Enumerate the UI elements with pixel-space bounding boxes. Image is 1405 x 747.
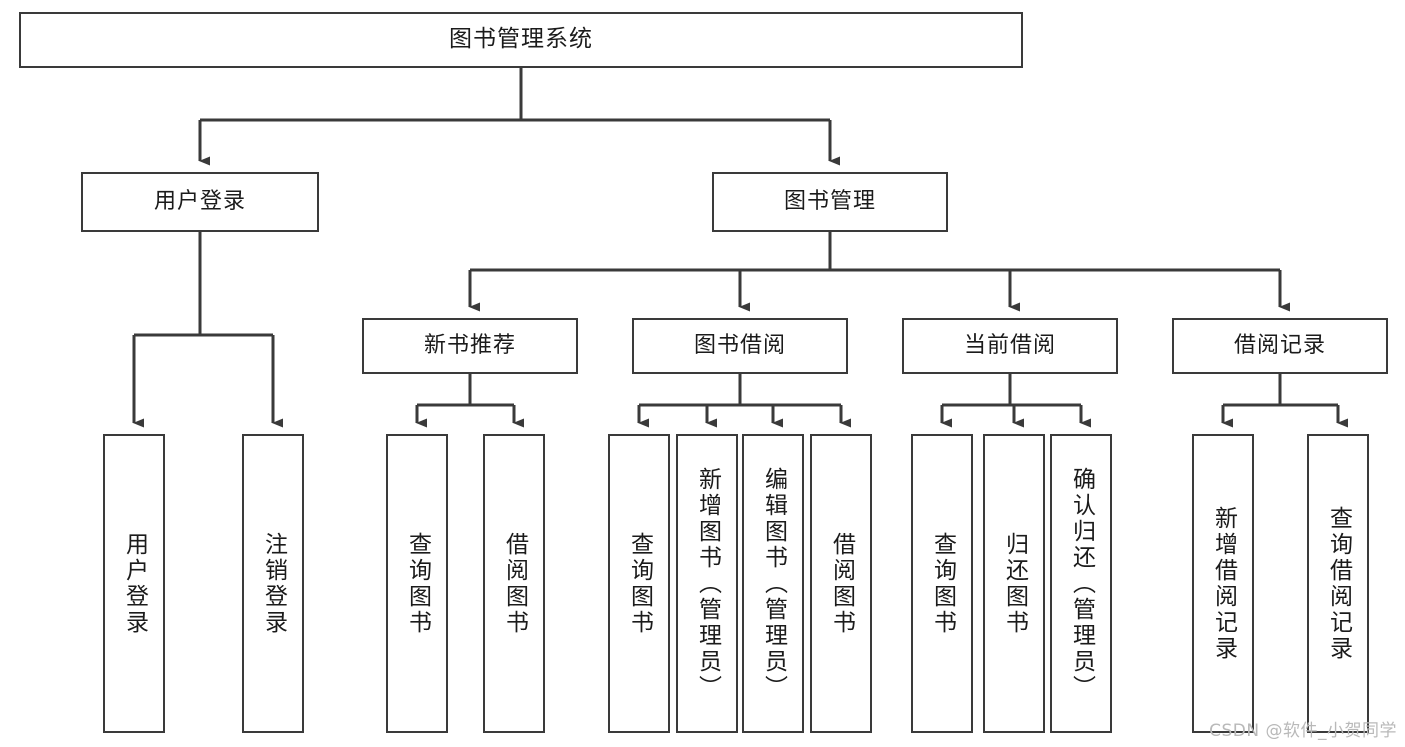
node-records[interactable]: 借阅记录: [1172, 318, 1388, 374]
node-l-q1[interactable]: 查询图书: [386, 434, 448, 733]
watermark-text: CSDN @软件_小贺同学: [1209, 721, 1397, 741]
node-label: 归还图书: [1001, 531, 1028, 636]
node-label: 查询图书: [626, 531, 653, 636]
node-label: 用户登录: [121, 531, 148, 636]
node-label: 编辑图书（管理员）: [760, 466, 787, 701]
node-newbook[interactable]: 新书推荐: [362, 318, 578, 374]
node-current[interactable]: 当前借阅: [902, 318, 1118, 374]
node-l-return[interactable]: 归还图书: [983, 434, 1045, 733]
node-label: 图书借阅: [693, 332, 786, 358]
node-label: 注销登录: [260, 531, 287, 636]
node-l-add[interactable]: 新增图书（管理员）: [676, 434, 738, 733]
node-l-q2[interactable]: 查询图书: [608, 434, 670, 733]
node-l-edit[interactable]: 编辑图书（管理员）: [742, 434, 804, 733]
node-label: 新增借阅记录: [1210, 505, 1237, 662]
node-label: 借阅图书: [501, 531, 528, 636]
node-label: 新书推荐: [423, 332, 516, 358]
node-l-qrec[interactable]: 查询借阅记录: [1307, 434, 1369, 733]
node-label: 确认归还（管理员）: [1068, 466, 1095, 701]
node-l-addrec[interactable]: 新增借阅记录: [1192, 434, 1254, 733]
node-label: 当前借阅: [963, 332, 1056, 358]
node-l-b2[interactable]: 借阅图书: [810, 434, 872, 733]
node-label: 图书管理系统: [449, 26, 593, 53]
node-label: 用户登录: [153, 188, 246, 214]
node-label: 查询图书: [929, 531, 956, 636]
node-label: 借阅图书: [828, 531, 855, 636]
node-label: 新增图书（管理员）: [694, 466, 721, 701]
node-label: 查询图书: [404, 531, 431, 636]
node-borrow[interactable]: 图书借阅: [632, 318, 848, 374]
node-l-q3[interactable]: 查询图书: [911, 434, 973, 733]
node-l-confirm[interactable]: 确认归还（管理员）: [1050, 434, 1112, 733]
node-bookmgmt[interactable]: 图书管理: [712, 172, 948, 232]
node-label: 借阅记录: [1233, 332, 1326, 358]
node-l-b1[interactable]: 借阅图书: [483, 434, 545, 733]
node-l-login[interactable]: 用户登录: [103, 434, 165, 733]
node-label: 查询借阅记录: [1325, 505, 1352, 662]
node-root[interactable]: 图书管理系统: [19, 12, 1023, 68]
node-l-logout[interactable]: 注销登录: [242, 434, 304, 733]
node-label: 图书管理: [783, 188, 876, 214]
node-login[interactable]: 用户登录: [81, 172, 319, 232]
